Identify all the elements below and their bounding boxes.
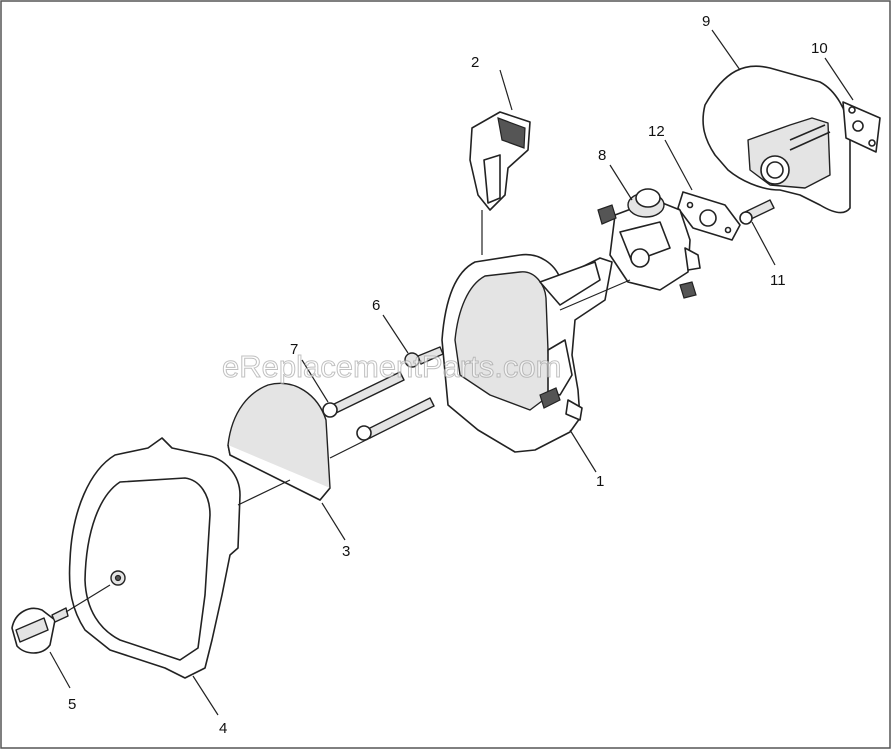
- part-9-shroud: [702, 65, 851, 214]
- part-7-bolts: [322, 371, 435, 459]
- callout-7: 7: [290, 341, 298, 358]
- callout-5: 5: [68, 696, 76, 713]
- leader-lines: [49, 29, 854, 716]
- part-2-bracket: [469, 111, 531, 255]
- callout-11: 11: [770, 272, 786, 289]
- callout-12: 12: [648, 123, 665, 140]
- part-1-housing: [441, 253, 631, 453]
- part-8-carburetor: [597, 188, 701, 299]
- callout-1: 1: [596, 473, 604, 490]
- part-6-nut: [404, 346, 444, 368]
- watermark: eReplacementParts.com: [222, 349, 561, 384]
- callout-8: 8: [598, 147, 606, 164]
- callout-10: 10: [811, 40, 828, 57]
- part-4-cover: [68, 437, 291, 679]
- callout-6: 6: [372, 297, 380, 314]
- callout-9: 9: [702, 13, 710, 30]
- callout-3: 3: [342, 543, 350, 560]
- part-3-filter: [227, 382, 331, 501]
- callout-4: 4: [219, 720, 227, 737]
- part-12-gasket: [677, 191, 741, 241]
- part-10-gasket: [842, 101, 881, 153]
- part-11-bolt: [739, 199, 775, 225]
- part-5-knob: [11, 584, 111, 654]
- callout-2: 2: [471, 54, 479, 71]
